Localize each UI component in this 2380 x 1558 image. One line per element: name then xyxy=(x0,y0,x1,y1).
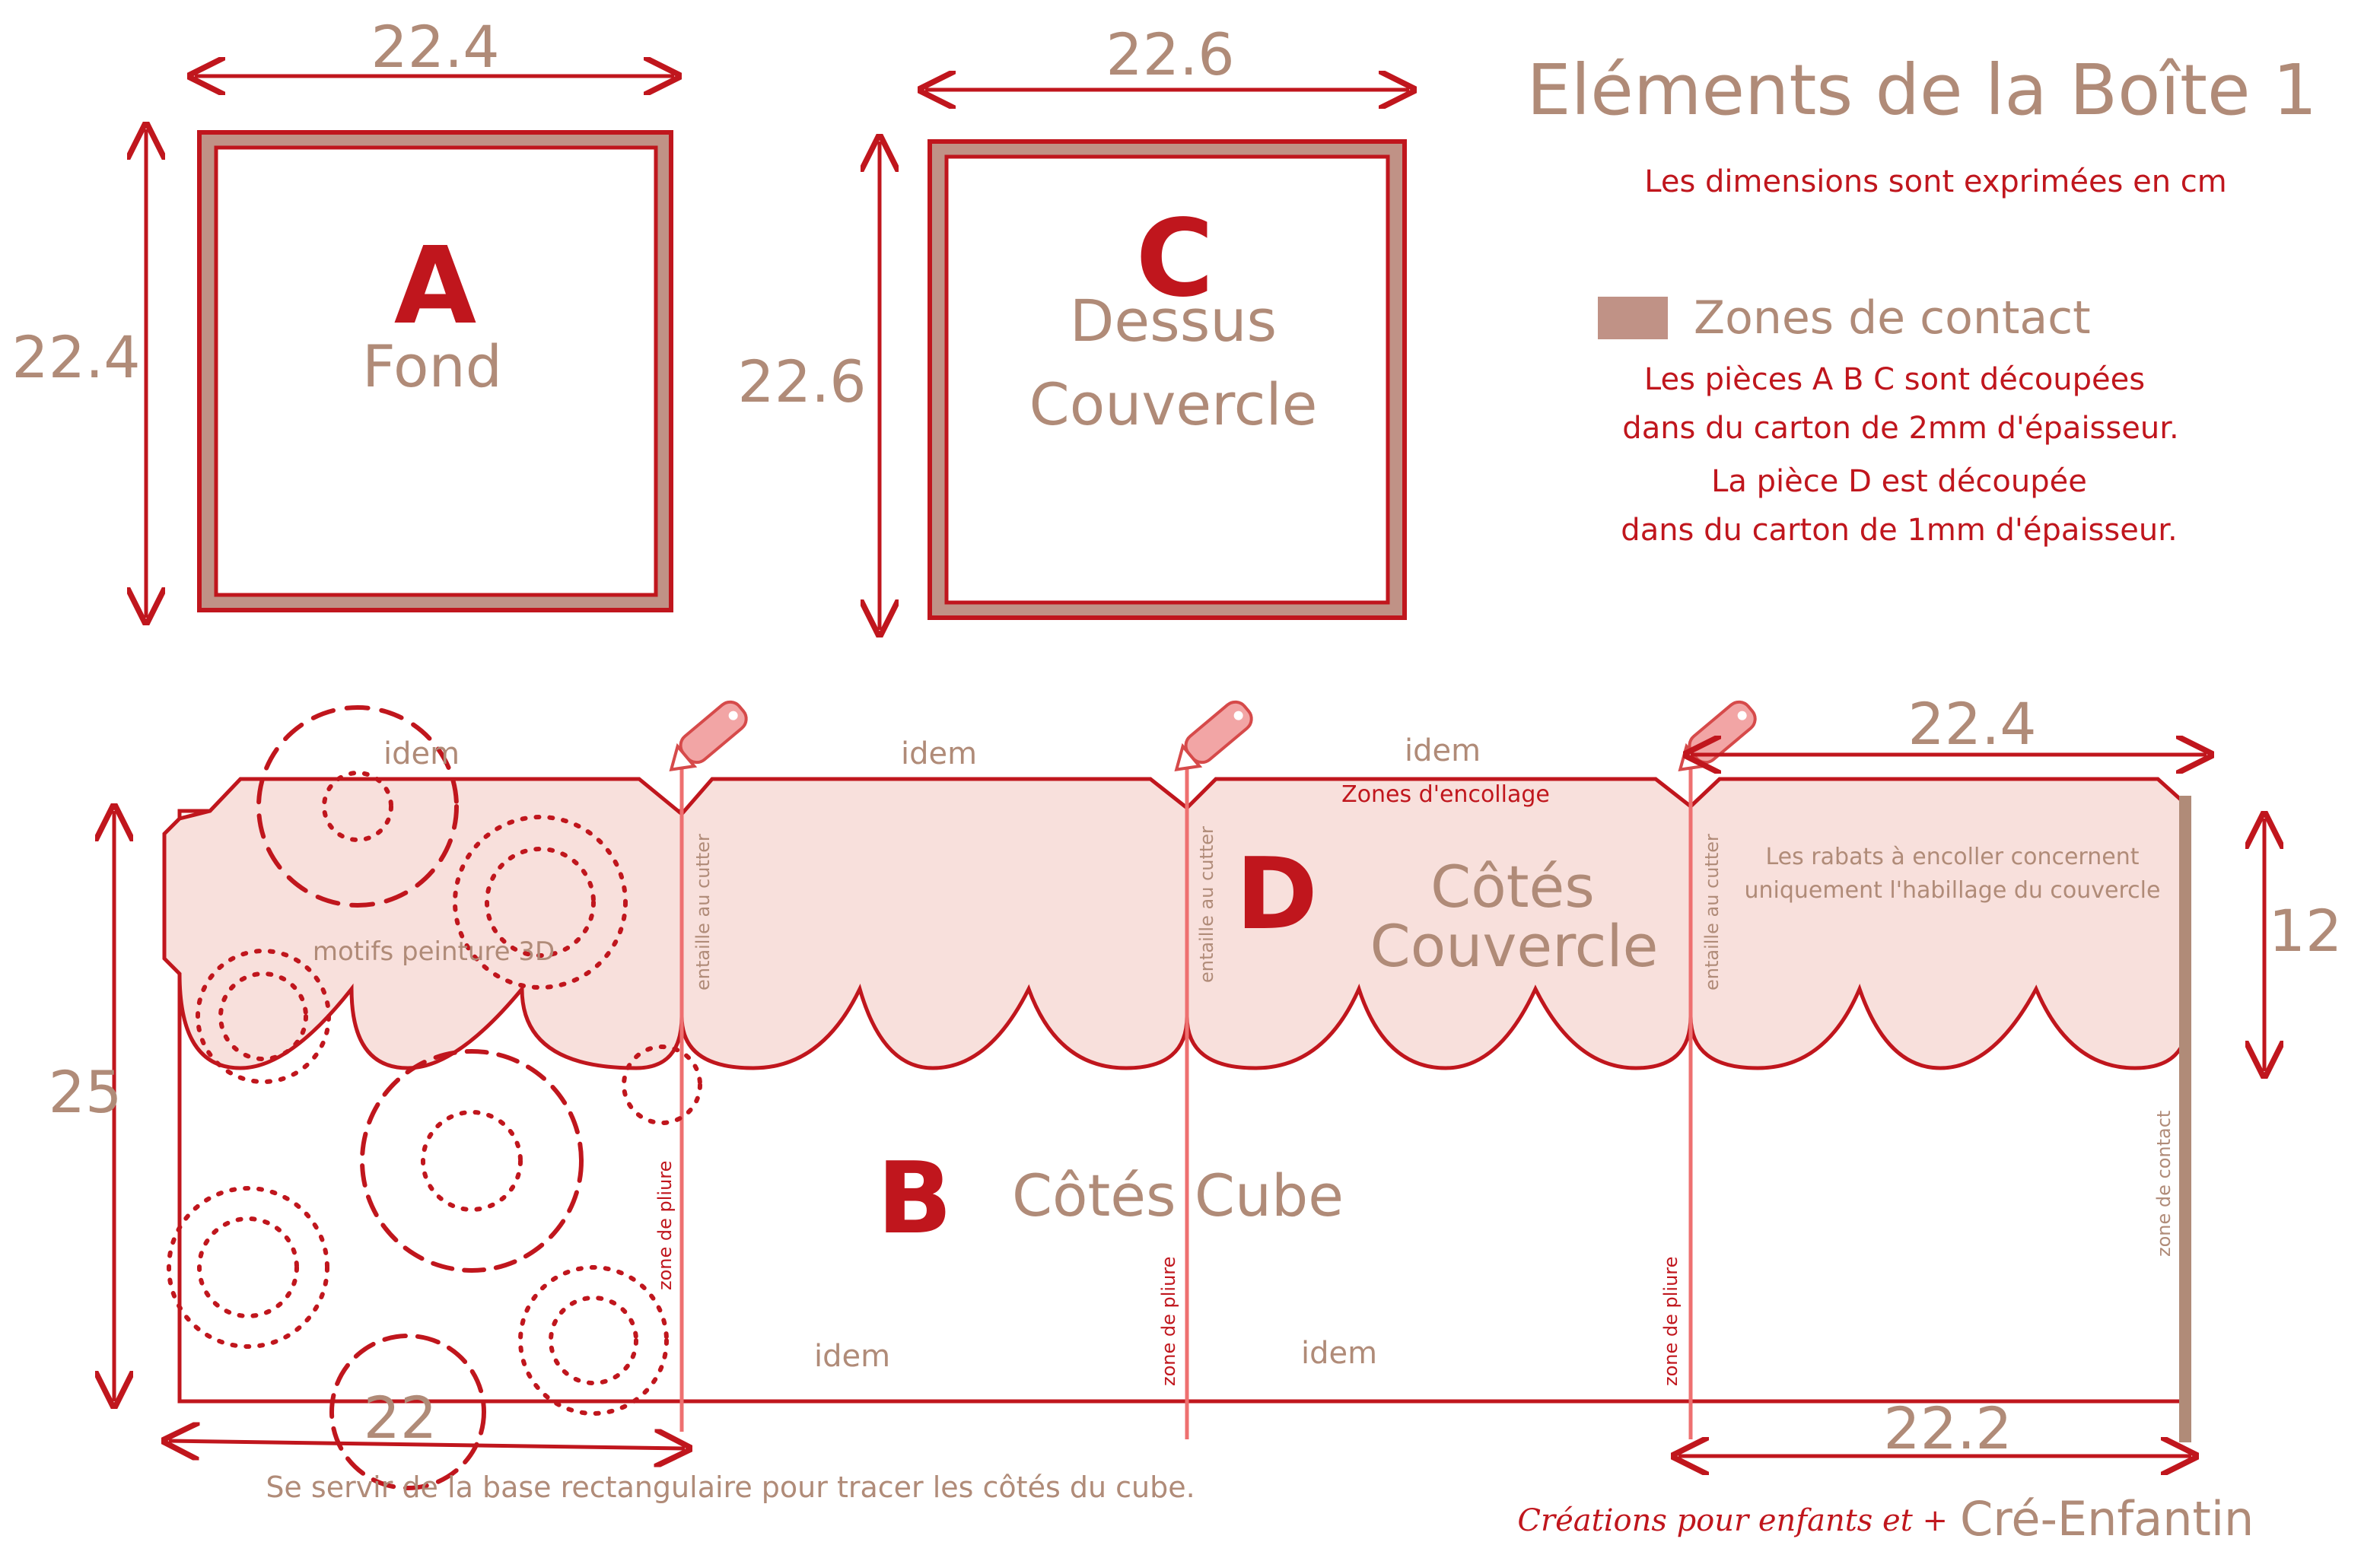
cutter-icon xyxy=(669,700,748,771)
piece-d-name-line1: Côtés xyxy=(1430,853,1595,920)
piece-d-section-4 xyxy=(1688,777,2191,1070)
paint-motifs xyxy=(167,705,702,1490)
piece-c-letter: C xyxy=(1136,197,1214,321)
piece-c-name-line2: Couvercle xyxy=(1029,370,1318,438)
note-line-4: dans du carton de 1mm d'épaisseur. xyxy=(1621,513,2177,548)
piece-c-width-label: 22.6 xyxy=(1106,21,1234,88)
piece-a-width-label: 22.4 xyxy=(371,13,499,81)
idem-label-4: idem xyxy=(814,1339,890,1374)
piece-b-letter: B xyxy=(877,1140,952,1256)
idem-label-5: idem xyxy=(1301,1336,1377,1371)
piece-b-base-width-label: 22 xyxy=(364,1384,438,1451)
contact-zone-bar xyxy=(2179,796,2191,1442)
brand-logo: Cré-Enfantin xyxy=(1960,1491,2254,1547)
fold-zone-label-3: zone de pliure xyxy=(1660,1257,1682,1386)
piece-c-height-label: 22.6 xyxy=(737,348,866,415)
piece-d-name-line2: Couvercle xyxy=(1370,912,1659,980)
piece-d-section-3 xyxy=(1185,777,1693,1070)
piece-d-letter: D xyxy=(1236,836,1318,952)
piece-c-name-line1: Dessus xyxy=(1070,287,1277,355)
footer-credit: Créations pour enfants et + xyxy=(1517,1503,1948,1538)
cutter-icon xyxy=(1174,700,1253,771)
piece-b-name: Côtés Cube xyxy=(1012,1162,1344,1229)
glue-zone-label: Zones d'encollage xyxy=(1341,781,1550,808)
piece-b-base-width-arrow xyxy=(169,1441,685,1448)
paint-motifs-label: motifs peinture 3D xyxy=(313,936,555,967)
note-line-3: La pièce D est découpée xyxy=(1711,464,2087,499)
idem-label-3: idem xyxy=(1405,733,1481,768)
cutter-icon xyxy=(1678,700,1757,771)
piece-a-name: Fond xyxy=(362,332,502,400)
idem-label-1: idem xyxy=(383,736,460,771)
fold-zone-label-1: zone de pliure xyxy=(654,1161,676,1290)
contact-zone-label: zone de contact xyxy=(2153,1111,2175,1257)
contact-zone-legend-swatch xyxy=(1598,297,1668,339)
piece-a-fond: A Fond xyxy=(197,130,673,612)
note-line-2: dans du carton de 2mm d'épaisseur. xyxy=(1622,411,2178,446)
page-title: Eléments de la Boîte 1 xyxy=(1527,49,2318,131)
contact-zone-legend-label: Zones de contact xyxy=(1694,291,2091,345)
piece-b-height-label: 25 xyxy=(49,1058,123,1126)
piece-a-height-label: 22.4 xyxy=(11,323,140,391)
piece-b-d-strip: idem idem idem idem idem Zones d'encolla… xyxy=(162,700,2191,1490)
flaps-note-line-1: Les rabats à encoller concernent xyxy=(1766,844,2140,870)
piece-d-section-2 xyxy=(679,777,1189,1070)
note-line-1: Les pièces A B C sont découpées xyxy=(1644,362,2145,397)
cutter-notch-label-1: entaille au cutter xyxy=(692,834,714,990)
cutter-notch-label-3: entaille au cutter xyxy=(1701,834,1723,990)
piece-a-letter: A xyxy=(394,224,476,348)
footer-instruction: Se servir de la base rectangulaire pour … xyxy=(266,1471,1195,1504)
units-note: Les dimensions sont exprimées en cm xyxy=(1644,164,2226,199)
flaps-note-line-2: uniquement l'habillage du couvercle xyxy=(1745,877,2161,904)
piece-d-height-label: 12 xyxy=(2269,897,2343,965)
piece-b-last-width-label: 22.2 xyxy=(1883,1394,2012,1462)
piece-c-dessus-couvercle: C Dessus Couvercle xyxy=(928,139,1407,620)
idem-label-2: idem xyxy=(901,736,977,771)
fold-zone-label-2: zone de pliure xyxy=(1158,1257,1179,1386)
piece-d-width-label: 22.4 xyxy=(1908,690,2036,758)
cutter-notch-label-2: entaille au cutter xyxy=(1196,826,1217,983)
piece-d-section-1 xyxy=(162,777,684,1070)
